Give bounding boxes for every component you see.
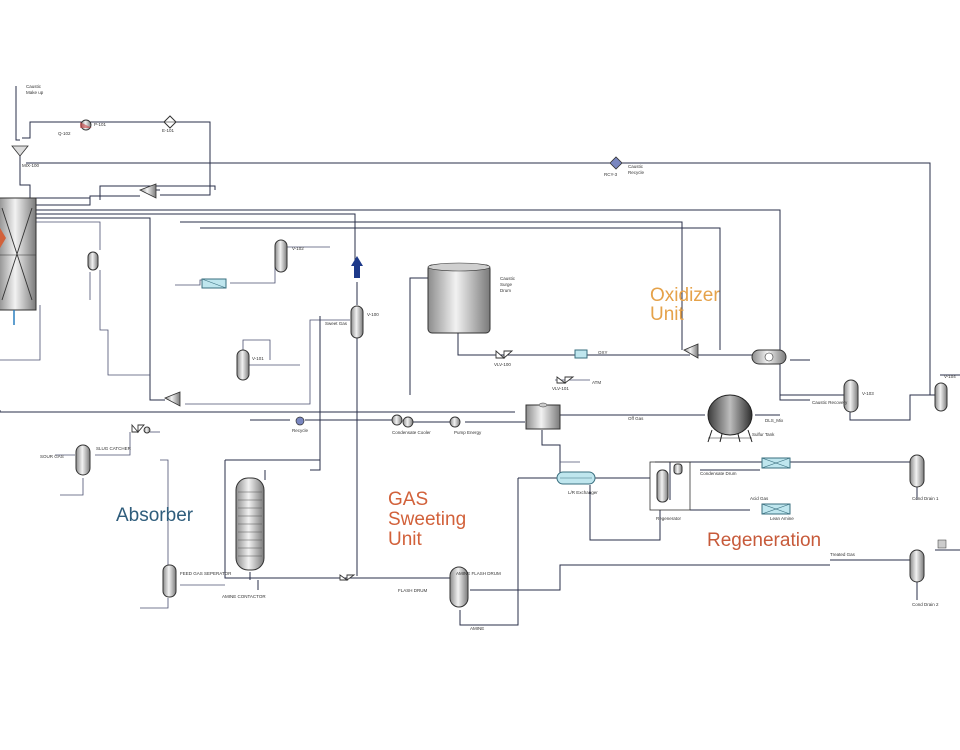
v-103-vessel[interactable] (843, 379, 859, 413)
oxidizer-unit-label: Oxidizer (650, 285, 720, 306)
v-101-vessel[interactable] (236, 349, 250, 381)
label-slug-catcher: SLUG CATCHER (96, 446, 132, 451)
label-oxy: OXY (598, 350, 608, 355)
feed-valve-left[interactable] (131, 423, 151, 434)
caustic-surge-drum[interactable] (427, 262, 491, 334)
label-sulfur-tank: Sulfur Tank (752, 432, 775, 437)
label-caustic-makeup: Caustic (26, 84, 42, 89)
compressor-1[interactable] (139, 183, 157, 199)
label-acid-gas: Acid Gas (750, 496, 769, 501)
vlv-100-valve[interactable] (495, 350, 514, 359)
lean-amine-cooler[interactable] (761, 503, 791, 515)
heat-exchanger-top[interactable] (201, 278, 227, 289)
feed-gas-separator[interactable] (162, 564, 177, 598)
v-102-vessel[interactable] (274, 239, 288, 273)
label-condensate-drum: Condensate Drum (700, 471, 737, 476)
reactor-mark-icon (0, 228, 6, 248)
e-101-heater[interactable] (163, 115, 177, 129)
sulfur-sphere-tank[interactable] (707, 394, 753, 443)
acid-gas-cooler[interactable] (761, 457, 791, 469)
label-rcy3: RCY-3 (604, 172, 618, 177)
condensate-drum-2[interactable] (909, 549, 925, 583)
label-v103: V-103 (862, 391, 874, 396)
label-e101: E-101 (162, 128, 175, 133)
svg-text:Make up: Make up (26, 90, 44, 95)
label-amine-flash-drum: AMINE FLASH DRUM (456, 571, 501, 576)
sweet-gas-arrow-icon (351, 256, 363, 278)
label-pump-energy: Pump Energy (454, 430, 482, 435)
label-amine: AMINE (470, 626, 484, 631)
condenser-right[interactable] (751, 349, 787, 365)
compressor-2[interactable] (164, 391, 181, 407)
label-caustic-recycle: Caustic (628, 164, 644, 169)
svg-text:Unit: Unit (388, 529, 423, 550)
compressor-3[interactable] (683, 343, 699, 359)
label-condensate-cooler: Condensate Cooler (392, 430, 431, 435)
label-vlv101: VLV-101 (552, 386, 569, 391)
amine-contactor-column[interactable] (235, 477, 265, 571)
treated-gas-outlet (937, 539, 947, 549)
label-cond-drain-1: Cond Drain 1 (912, 496, 939, 501)
piping (0, 86, 960, 626)
label-mix100: MIX-100 (22, 163, 40, 168)
label-sweet-gas: Sweet Gas (325, 321, 348, 326)
label-vlv100: VLV-100 (494, 362, 511, 367)
section-labels: Oxidizer Unit Absorber GAS Sweeting Unit… (116, 285, 821, 551)
label-amine-contactor: AMINE CONTACTOR (222, 594, 266, 599)
svg-text:Drum: Drum (500, 288, 511, 293)
label-caustic-recovery: Caustic Recovery (812, 400, 848, 405)
label-v104: V-104 (944, 374, 956, 379)
rcy-3-recycle[interactable] (609, 156, 623, 170)
pump-energy-pump[interactable] (449, 416, 461, 428)
label-caustic-surge: Caustic (500, 276, 516, 281)
label-sour-gas: SOUR GAS (40, 454, 64, 459)
label-lean-amine: Lean Amine (770, 516, 794, 521)
label-feed-gas-sep: FEED GAS SEPERATOR (180, 571, 232, 576)
label-dsl-mixer: DLS_Mix (765, 418, 784, 423)
svg-text:Recycle: Recycle (628, 170, 645, 175)
regeneration-label: Regeneration (707, 530, 821, 551)
gas-sweeting-unit-label: GAS (388, 489, 428, 510)
label-v102: V-102 (292, 246, 304, 251)
label-q102: Q-102 (58, 131, 71, 136)
condensate-drum-1[interactable] (909, 454, 925, 488)
vlv-101-valve[interactable] (556, 376, 575, 384)
mixer-valve[interactable] (574, 349, 588, 359)
label-cond-drain-2: Cond Drain 2 (912, 602, 939, 607)
amine-valve[interactable] (339, 574, 356, 581)
svg-text:Sweeting: Sweeting (388, 509, 466, 530)
regenerator-column[interactable] (649, 461, 691, 511)
label-v100: V-100 (367, 312, 379, 317)
label-lr-exchanger: L/R Exchanger (568, 490, 598, 495)
svg-text:Surge: Surge (500, 282, 513, 287)
reactor-vessel[interactable] (0, 197, 37, 325)
lr-exchanger[interactable] (556, 471, 596, 485)
label-p101: P-101 (94, 122, 107, 127)
absorber-label: Absorber (116, 505, 194, 526)
amine-flash-drum[interactable] (449, 566, 469, 608)
label-off-gas: Off Gas (628, 416, 644, 421)
v-100-vessel[interactable] (350, 305, 364, 339)
separator-left[interactable] (87, 251, 99, 271)
p-101-pump[interactable] (80, 119, 92, 131)
label-flash-drum: FLASH DRUM (398, 588, 428, 593)
label-treated-gas: Treated Gas (830, 552, 856, 557)
amine-horizontal-drum[interactable] (525, 402, 561, 430)
label-atm: ATM (592, 380, 601, 385)
label-recycle: Recycle (292, 428, 309, 433)
stream-labels: Caustic Make up P-101 E-101 Q-102 MIX-10… (22, 84, 956, 631)
label-regenerator: Regenerator (656, 516, 682, 521)
recycle-icon[interactable] (295, 416, 305, 426)
v-104-vessel[interactable] (934, 382, 948, 412)
label-v101: V-101 (252, 356, 264, 361)
slug-catcher-vessel[interactable] (75, 444, 91, 476)
svg-text:Unit: Unit (650, 304, 685, 325)
mix-100-mixer[interactable] (11, 145, 29, 157)
condensate-cooler[interactable] (391, 414, 414, 428)
